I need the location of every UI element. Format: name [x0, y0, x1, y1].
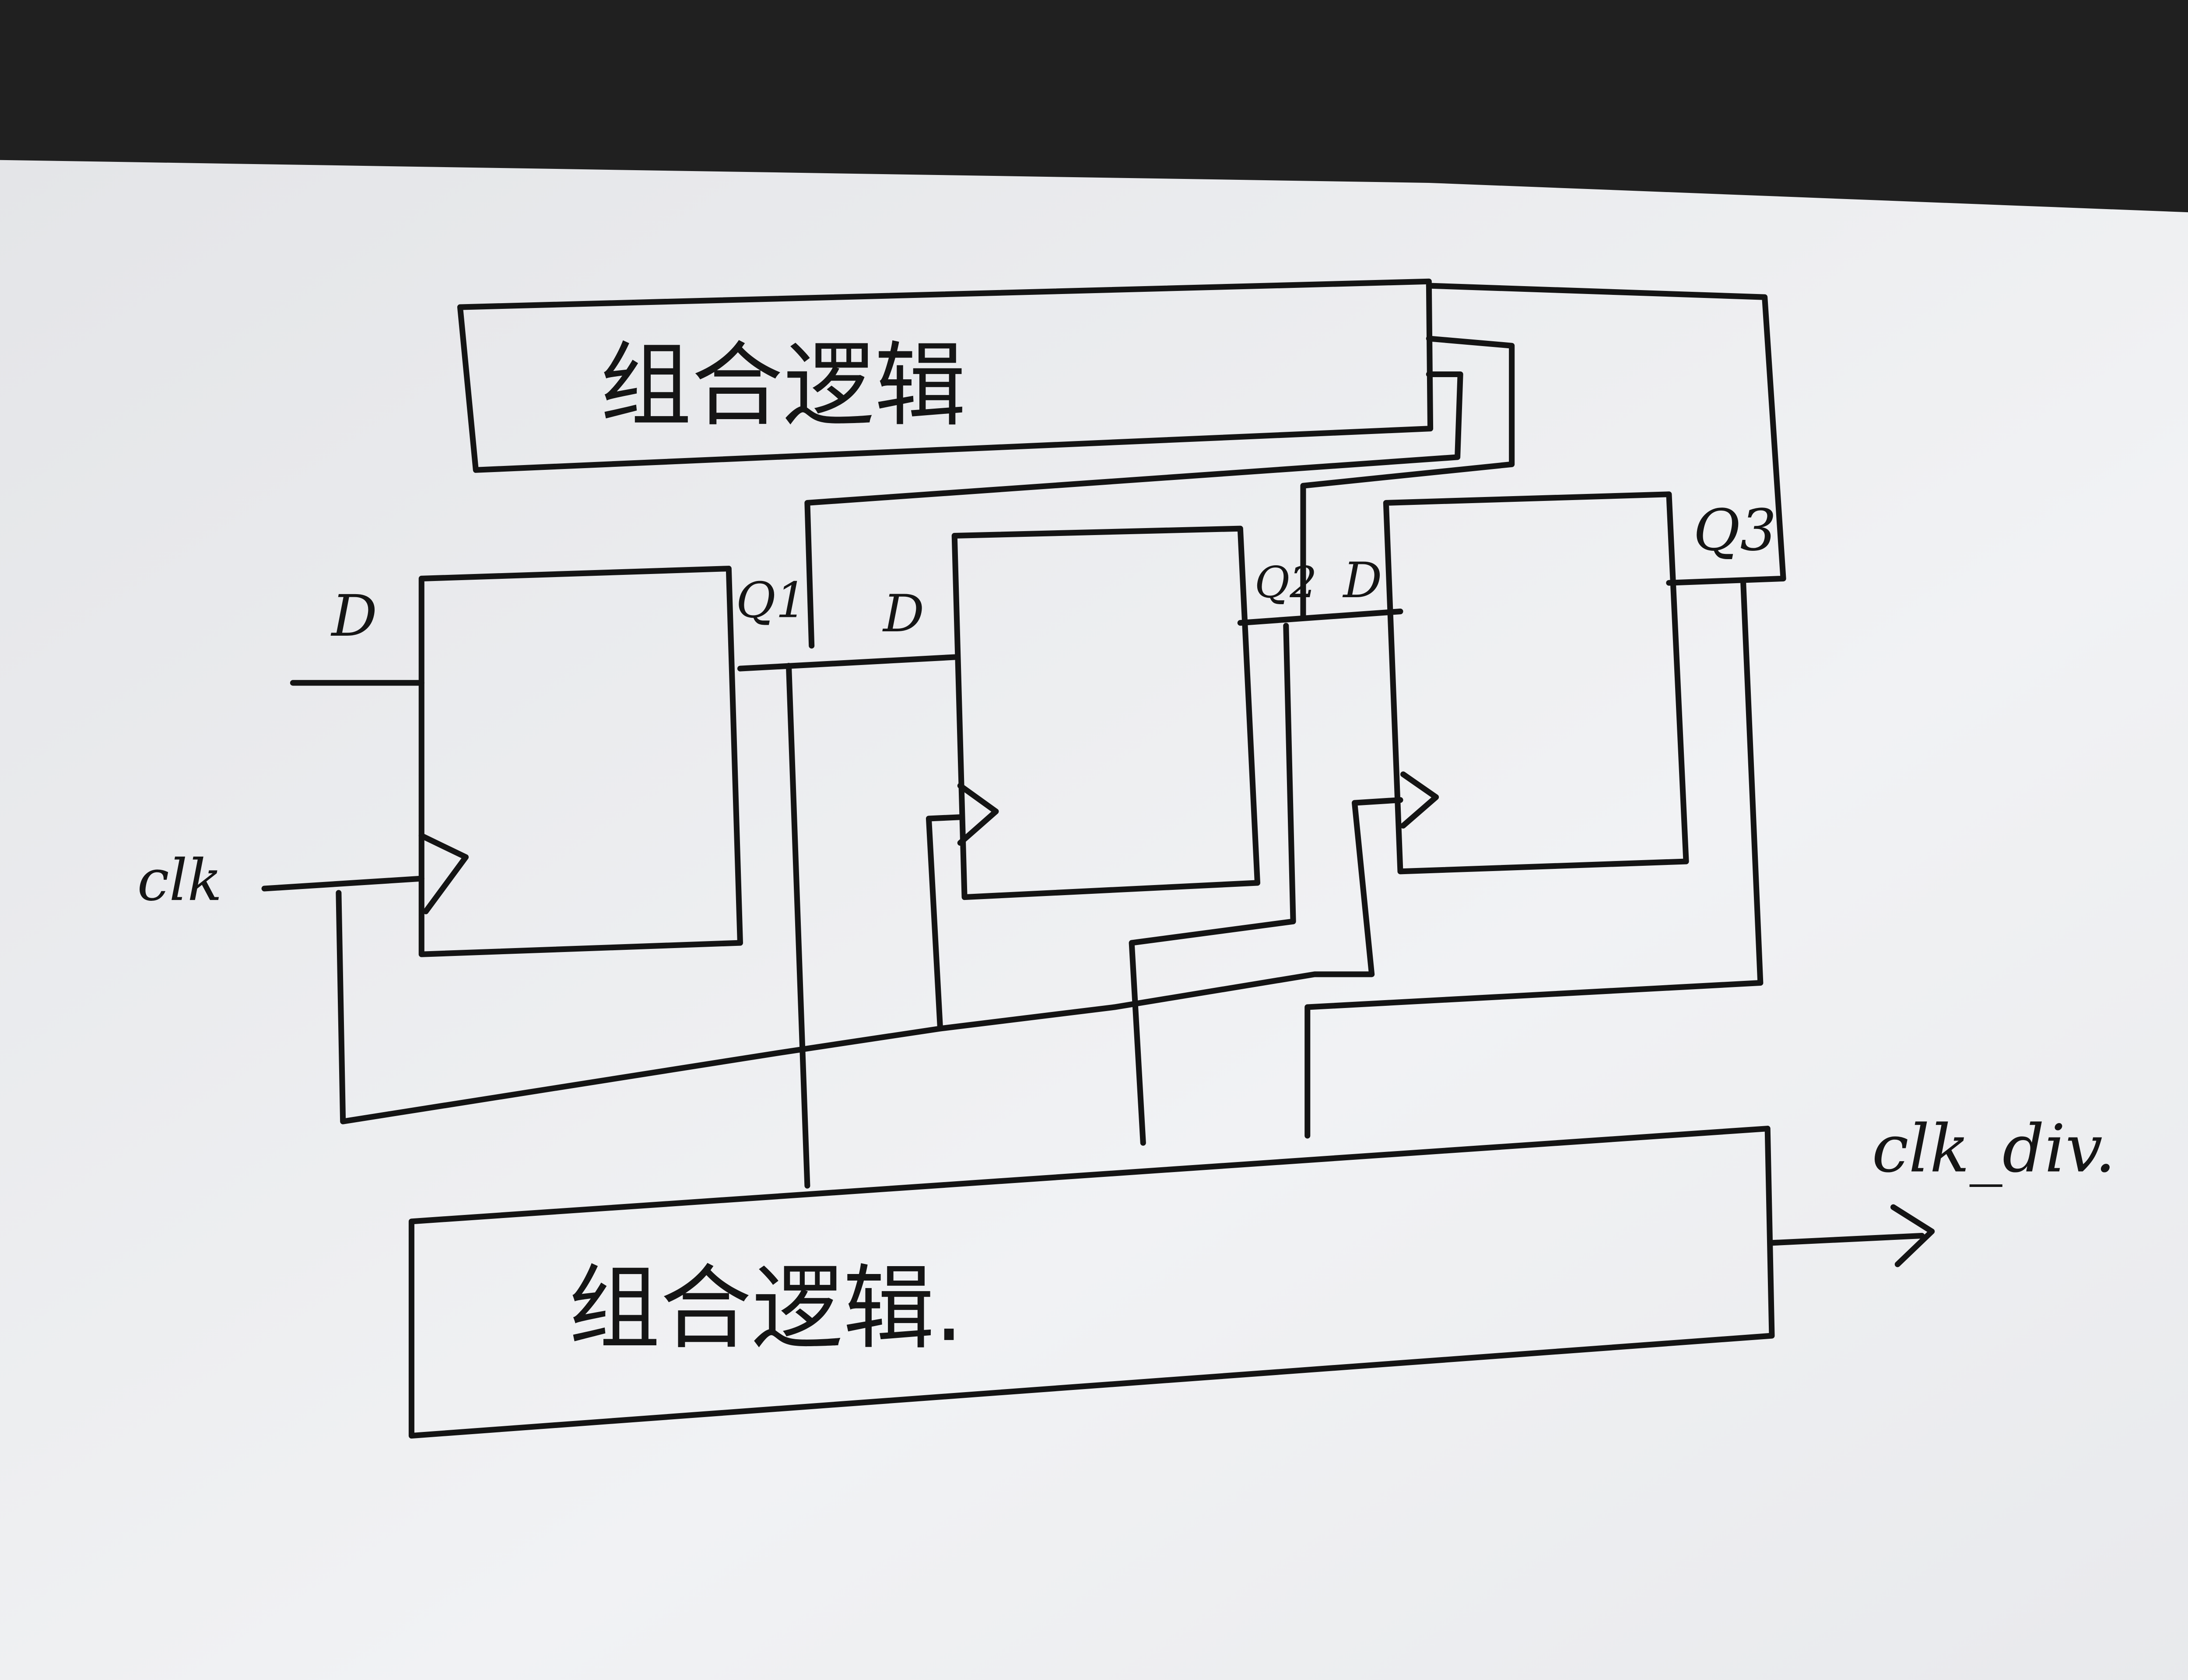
flipflop-3-q-label: Q3: [1693, 497, 1776, 564]
q1-to-bottom-logic-wire: [785, 663, 810, 1189]
bottom-logic-label: 组合逻辑.: [569, 1256, 964, 1362]
top-logic-feedback-1: [804, 371, 1463, 649]
flipflop-3-clock-marker: [1400, 771, 1439, 829]
flipflop-1: [418, 566, 743, 957]
clk-input-label: clk: [137, 847, 222, 914]
d-input-label: D: [331, 583, 378, 649]
top-logic-feedback-2: [1300, 336, 1515, 620]
flipflop-1-q-label: Q1: [736, 573, 807, 629]
bottom-logic-block: [408, 1126, 1775, 1439]
clk-div-output-wire: [1769, 1232, 1925, 1246]
clk-div-arrowhead: [1890, 1204, 1935, 1267]
flipflop-2-clock-marker: [957, 783, 999, 846]
q3-to-bottom-logic-wire: [1304, 580, 1764, 1139]
flipflop-1-clock-marker: [418, 833, 469, 914]
clock-bus: [336, 797, 1403, 1124]
flipflop-3: [1383, 491, 1689, 875]
flipflop-2-q-label: Q2: [1255, 558, 1317, 608]
q1-to-d2-wire: [737, 654, 957, 672]
q2-to-bottom-logic-wire: [1129, 623, 1296, 1146]
top-logic-block: [457, 278, 1434, 473]
clock-to-flipflop-2: [926, 814, 963, 1032]
clk-input-wire: [261, 875, 424, 892]
paper-sheet: [0, 160, 2188, 1680]
clk-div-output-label: clk_div.: [1872, 1111, 2116, 1187]
flipflop-2-d-label: D: [882, 584, 924, 644]
flipflop-3-d-label: D: [1342, 553, 1382, 609]
top-logic-label: 组合逻辑: [600, 332, 966, 439]
q2-to-d3-wire: [1237, 609, 1403, 626]
flipflop-2: [951, 525, 1260, 900]
q3-feedback-wire: [1426, 283, 1786, 586]
